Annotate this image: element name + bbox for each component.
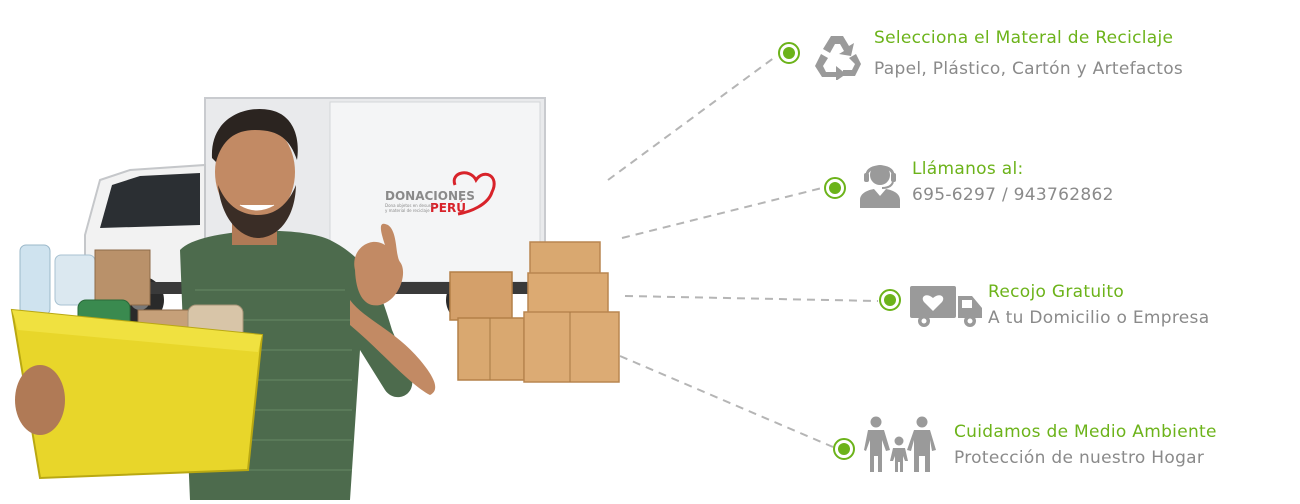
connector-line-2 xyxy=(621,187,823,239)
feature-title: Llámanos al: xyxy=(912,159,1024,179)
call-center-icon xyxy=(860,165,900,208)
feature-title: Cuidamos de Medio Ambiente xyxy=(954,422,1217,442)
truck-logo-main: DONACIONES xyxy=(385,189,475,203)
green-bullet-icon xyxy=(778,42,800,64)
truck-logo: DONACIONES PERÚ Dona objetos en desuso y… xyxy=(385,171,496,216)
delivery-truck-icon xyxy=(910,286,982,327)
truck-logo-tagline-2: y material de reciclaje xyxy=(385,208,430,213)
green-bullet-icon xyxy=(879,289,901,311)
truck-logo-tagline-1: Dona objetos en desuso xyxy=(385,203,434,208)
green-bullet-icon xyxy=(824,177,846,199)
truck-logo-sub: PERÚ xyxy=(430,200,466,215)
feature-subtitle: A tu Domicilio o Empresa xyxy=(988,308,1210,328)
feature-title: Recojo Gratuito xyxy=(988,282,1125,302)
feature-subtitle: 695-6297 / 943762862 xyxy=(912,185,1114,205)
feature-subtitle: Protección de nuestro Hogar xyxy=(954,448,1205,468)
hero-scene: DONACIONES PERÚ Dona objetos en desuso y… xyxy=(10,97,620,500)
green-bullet-icon xyxy=(833,438,855,460)
family-icon xyxy=(864,416,936,472)
connector-line-3 xyxy=(624,295,879,302)
recycling-bin xyxy=(10,244,264,480)
feature-title: Selecciona el Materal de Reciclaje xyxy=(874,28,1174,48)
recycle-icon xyxy=(815,36,861,80)
connector-line-4 xyxy=(619,355,834,448)
cardboard-boxes xyxy=(449,241,620,383)
connector-line-1 xyxy=(607,56,776,181)
hero-illustration: DONACIONES PERÚ Dona objetos en desuso y… xyxy=(0,0,640,500)
feature-subtitle: Papel, Plástico, Cartón y Artefactos xyxy=(874,59,1184,79)
